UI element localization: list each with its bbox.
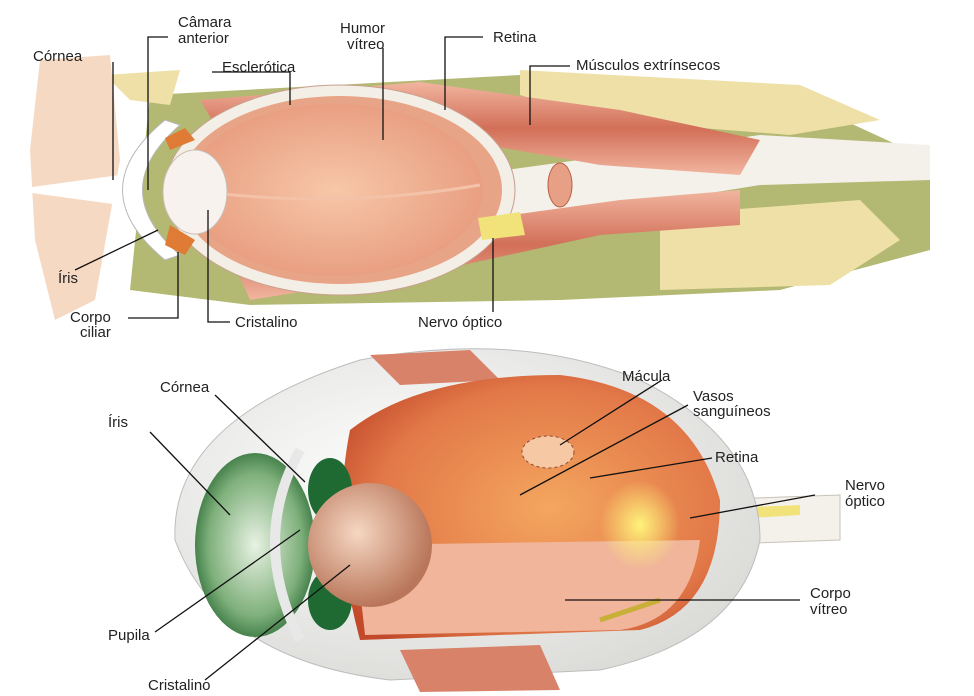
lens-top <box>163 150 227 234</box>
label-retina: Retina <box>493 29 537 46</box>
label-camara-2: anterior <box>178 30 229 47</box>
label-retina-bottom: Retina <box>715 449 759 466</box>
label-humor-1: Humor <box>340 20 385 37</box>
label-iris-bottom: Íris <box>108 414 128 431</box>
iris-bottom <box>195 453 315 637</box>
label-pupila: Pupila <box>108 627 150 644</box>
label-esclerotica: Esclerótica <box>222 59 296 76</box>
label-nervo-1: Nervo <box>845 477 885 494</box>
label-musculos: Músculos extrínsecos <box>576 57 720 74</box>
label-corpo-2: ciliar <box>80 324 111 341</box>
label-macula: Mácula <box>622 368 671 385</box>
label-vasos-2: sanguíneos <box>693 403 771 420</box>
label-nervo-2: óptico <box>845 493 885 510</box>
label-nervo: Nervo óptico <box>418 314 502 331</box>
label-cornea: Córnea <box>33 48 83 65</box>
label-humor-2: vítreo <box>347 36 385 53</box>
label-cristalino-bottom: Cristalino <box>148 677 211 694</box>
lens-bottom <box>308 483 432 607</box>
optic-disc-glow <box>600 480 680 570</box>
label-cornea-bottom: Córnea <box>160 379 210 396</box>
label-cristalino: Cristalino <box>235 314 298 331</box>
label-camara-1: Câmara <box>178 14 232 31</box>
label-corpo-vitreo-1: Corpo <box>810 585 851 602</box>
muscle-fragment-bottom <box>400 645 560 692</box>
muscle-stump <box>548 163 572 207</box>
bone-left <box>105 70 180 105</box>
label-corpo-vitreo-2: vítreo <box>810 601 848 618</box>
label-iris: Íris <box>58 270 78 287</box>
bottom-eyeball <box>175 349 840 692</box>
